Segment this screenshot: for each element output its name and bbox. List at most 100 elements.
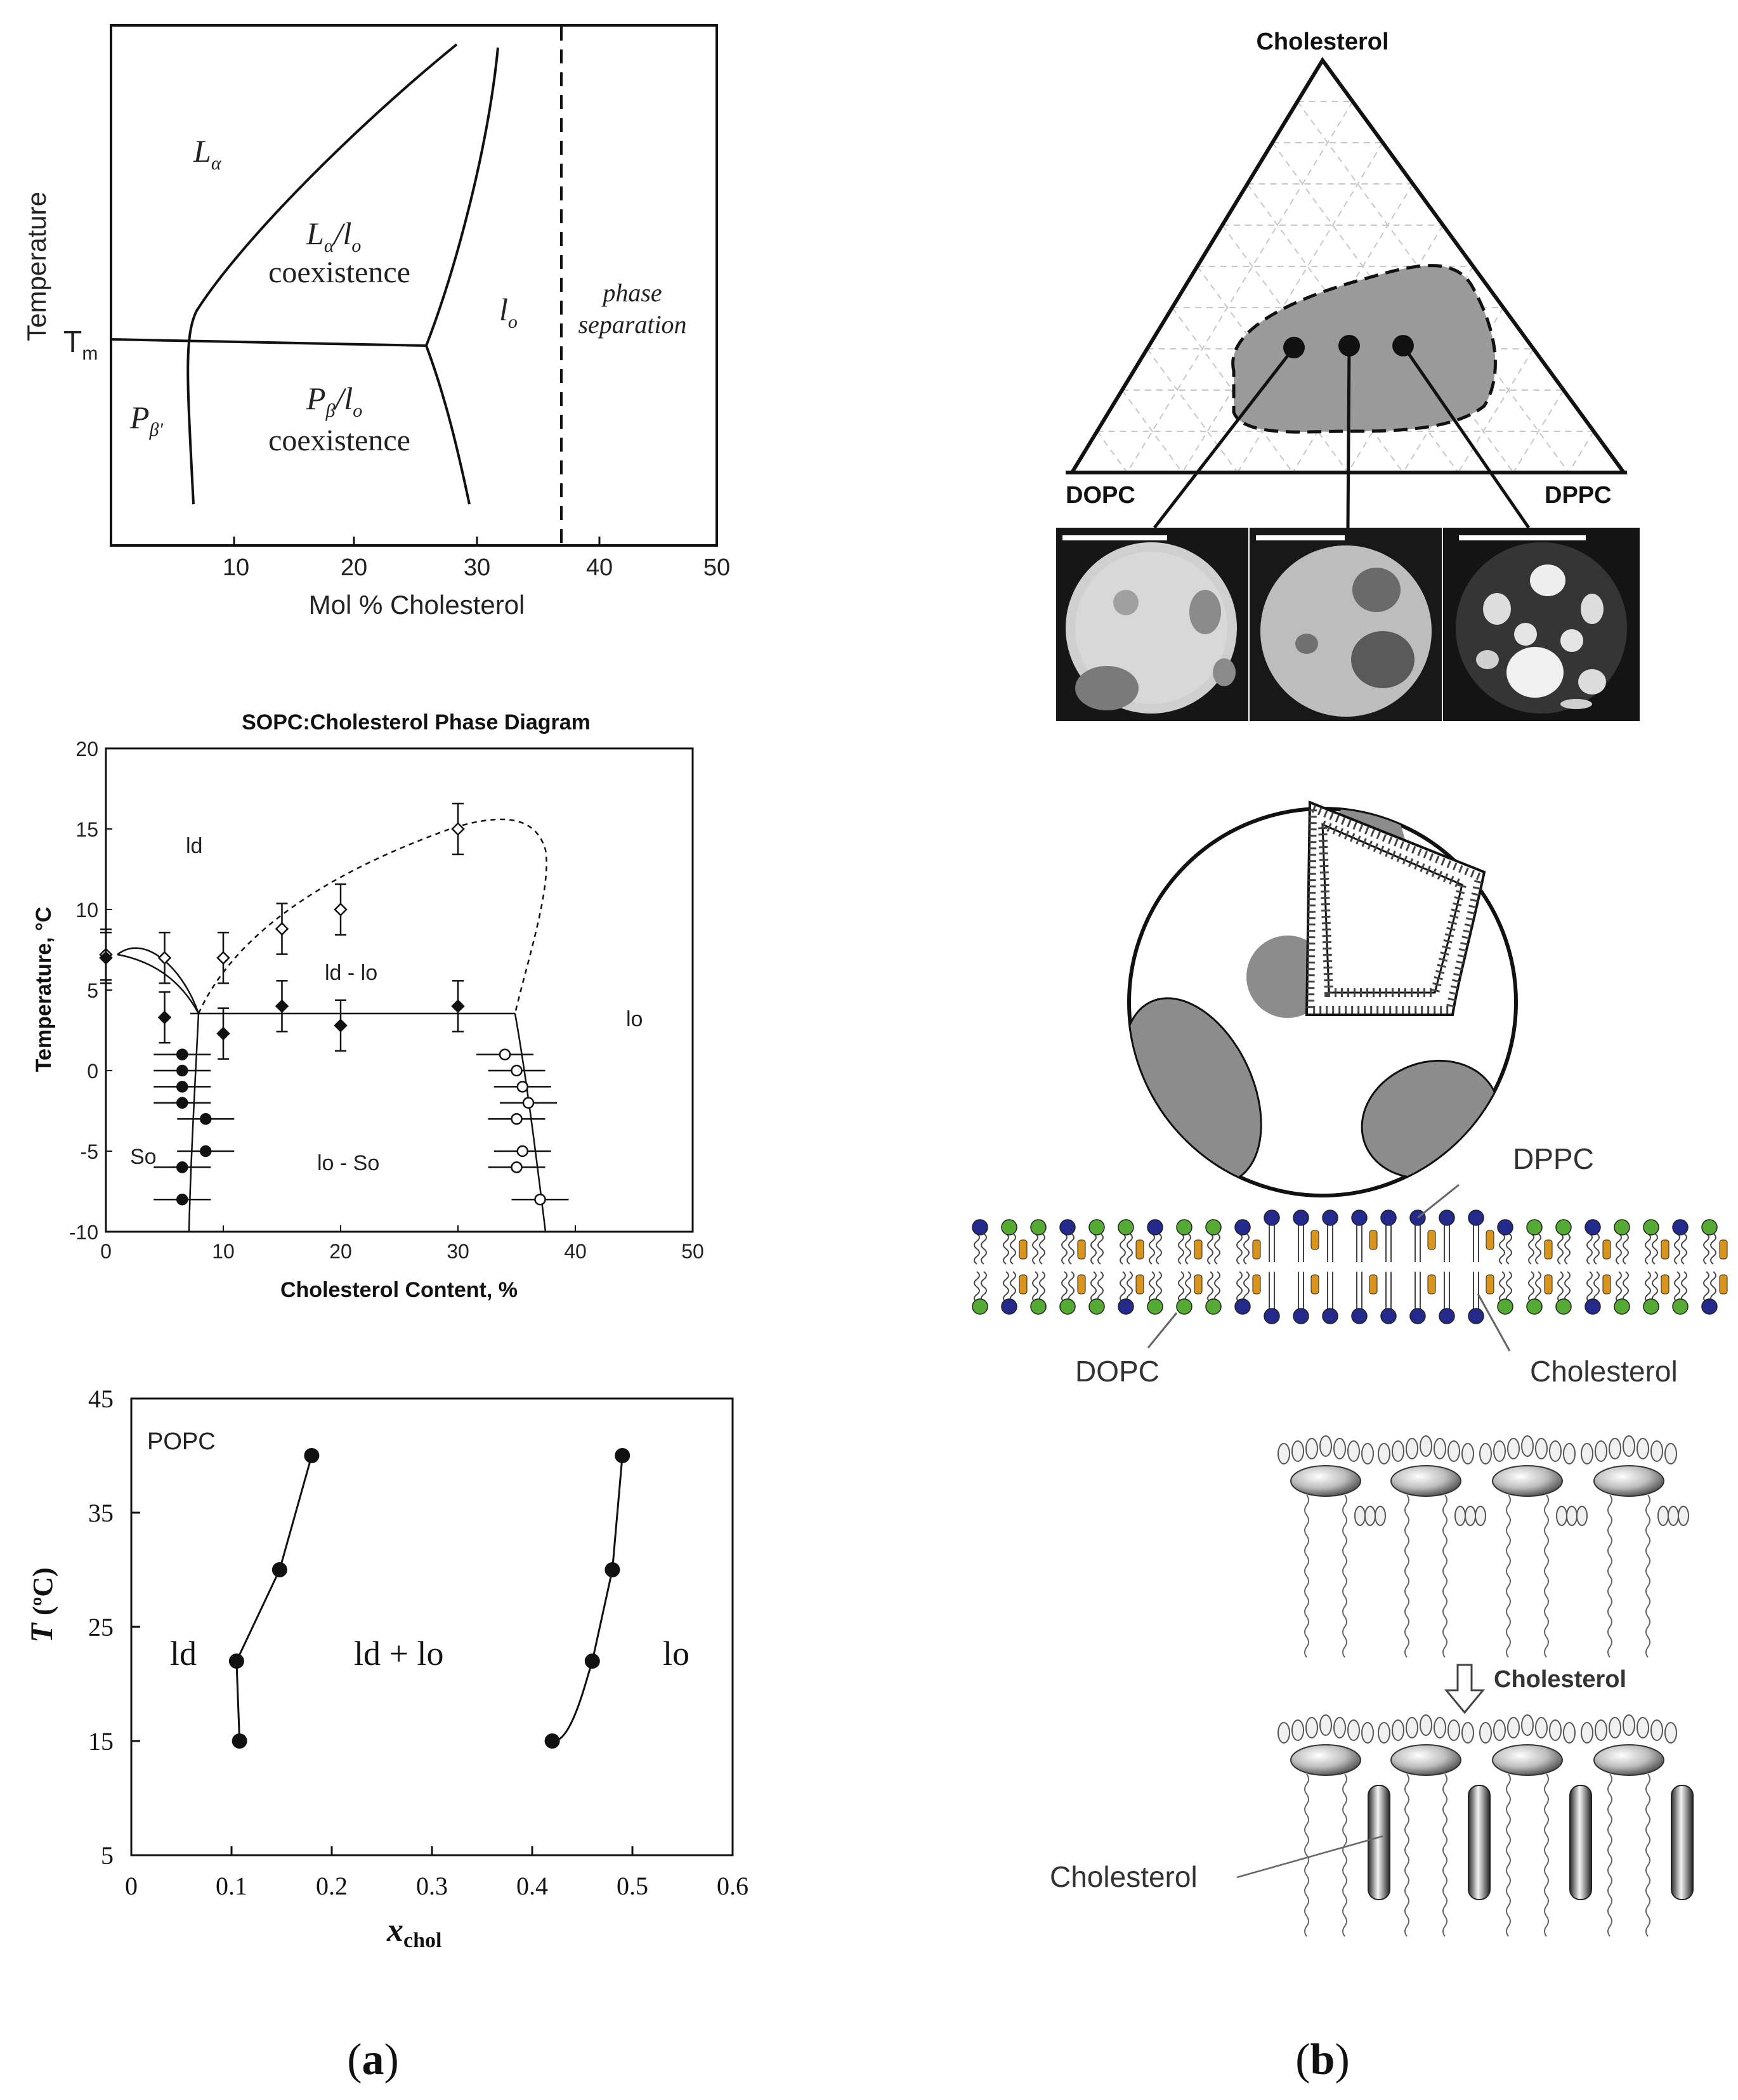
water-bubble bbox=[1319, 1714, 1332, 1736]
fig2-region-so: So bbox=[130, 1145, 157, 1169]
fig3-ytick-label: 25 bbox=[88, 1613, 114, 1641]
fig1-region-pb-lo: Pβ/lo bbox=[306, 381, 362, 421]
fig2-data-point bbox=[522, 1097, 535, 1109]
fig2-xlabel: Cholesterol Content, % bbox=[280, 1278, 518, 1302]
fig1-region-la: Lα bbox=[193, 133, 222, 174]
water-bubble bbox=[1434, 1438, 1446, 1459]
lipid-tail bbox=[1645, 1494, 1650, 1658]
lipid-head bbox=[1293, 1308, 1309, 1324]
cholesterol-molecule bbox=[1369, 1274, 1378, 1295]
fig2-data-point bbox=[157, 1010, 172, 1024]
water-bubble bbox=[1581, 1722, 1593, 1744]
lipid-head bbox=[1059, 1298, 1076, 1315]
ternary-diagram: Cholesterol DOPC DPPC bbox=[1066, 29, 1628, 529]
lipid-tail bbox=[1674, 1271, 1680, 1303]
lipid-head bbox=[1118, 1298, 1134, 1315]
fig2-ytick-label: 5 bbox=[87, 979, 98, 1002]
lipid-head bbox=[1439, 1308, 1455, 1324]
lipid-tail bbox=[981, 1271, 987, 1303]
lipid-tail bbox=[1544, 1773, 1549, 1937]
lipid-tail bbox=[1703, 1233, 1709, 1265]
ternary-point bbox=[1283, 337, 1305, 358]
lipid-tail bbox=[1499, 1271, 1505, 1303]
fig3-ytick-label: 45 bbox=[88, 1385, 114, 1413]
lipid-head bbox=[1118, 1219, 1134, 1236]
lipid-head bbox=[1147, 1219, 1163, 1236]
fig2-data-point bbox=[216, 1026, 230, 1041]
lipid-tail bbox=[1178, 1271, 1184, 1303]
fig1-left-boundary bbox=[186, 43, 458, 505]
water-bubble bbox=[1521, 1714, 1534, 1736]
lipid-head bbox=[1001, 1298, 1017, 1315]
lipid-tail bbox=[1243, 1233, 1250, 1265]
water-bubble bbox=[1291, 1719, 1304, 1741]
lipid-tail bbox=[1499, 1233, 1505, 1265]
water-bubble bbox=[1361, 1443, 1374, 1464]
lipid-head bbox=[1468, 1308, 1484, 1324]
ternary-two-phase-region bbox=[1231, 264, 1497, 434]
lipid-headgroup bbox=[1390, 1744, 1461, 1776]
micrograph-2 bbox=[1250, 528, 1442, 721]
fig2-ylabel: Temperature, °C bbox=[32, 907, 56, 1072]
water-bubble bbox=[1333, 1717, 1346, 1738]
lipid-tail bbox=[1127, 1271, 1133, 1303]
ternary-gridline bbox=[1146, 348, 1238, 473]
lipid-head bbox=[1322, 1308, 1338, 1324]
water-bubble bbox=[1563, 1722, 1576, 1744]
lipid-head bbox=[1293, 1210, 1309, 1226]
fig1-region-separation: separation bbox=[578, 310, 686, 339]
fig2-xtick-label: 40 bbox=[564, 1240, 587, 1263]
lipid-tail bbox=[1207, 1271, 1213, 1303]
lipid-head bbox=[1672, 1219, 1689, 1236]
fig3-data-point bbox=[232, 1733, 247, 1749]
lipid-tail bbox=[1442, 1494, 1447, 1658]
water-bubble bbox=[1650, 1440, 1663, 1462]
lipid-tail bbox=[1616, 1233, 1622, 1265]
fig3-xtick-label: 0.1 bbox=[216, 1872, 247, 1900]
lipid-tail bbox=[1061, 1271, 1068, 1303]
fig1-right-boundary-upper bbox=[425, 47, 499, 346]
lipid-tail bbox=[1616, 1271, 1622, 1303]
fig1-x-ticks bbox=[233, 537, 718, 545]
fig2-ytick-label: -5 bbox=[81, 1140, 98, 1163]
fig1-tm-label: Tm bbox=[63, 325, 98, 364]
fig2-data-point bbox=[275, 999, 289, 1014]
lipid-headgroup bbox=[1593, 1465, 1664, 1497]
fig2-frame bbox=[105, 747, 694, 1233]
water-bubble bbox=[1657, 1506, 1669, 1526]
fig2-data-point bbox=[176, 1048, 188, 1060]
lipid-tail bbox=[1127, 1233, 1133, 1265]
fig1-schematic-phase-diagram: 10 20 30 40 50 Mol % Cholesterol Tempera… bbox=[22, 24, 730, 620]
lipid-head bbox=[1030, 1298, 1047, 1315]
lipid-tail bbox=[1535, 1233, 1541, 1265]
lipid-head bbox=[1205, 1219, 1222, 1236]
fig2-title: SOPC:Cholesterol Phase Diagram bbox=[242, 710, 591, 734]
lipid-tail bbox=[1342, 1494, 1347, 1658]
lipid-tail bbox=[1214, 1233, 1220, 1265]
water-bubble bbox=[1637, 1438, 1649, 1459]
ternary-gridline bbox=[1127, 101, 1354, 473]
lipid-head bbox=[1001, 1219, 1017, 1236]
fig2-boundary-left-upper bbox=[117, 953, 200, 1014]
fig1-xtick: 50 bbox=[703, 554, 730, 581]
cholesterol-molecule bbox=[1719, 1239, 1728, 1260]
dopc-leader bbox=[1147, 1312, 1178, 1348]
fig3-boundary-right bbox=[552, 1455, 624, 1742]
water-bubble bbox=[1406, 1438, 1418, 1459]
lipid-headgroup bbox=[1492, 1744, 1563, 1776]
fig2-xtick-label: 0 bbox=[100, 1240, 112, 1263]
water-bubble bbox=[1461, 1443, 1474, 1464]
lipid-headgroup bbox=[1290, 1744, 1361, 1776]
water-bubble bbox=[1420, 1435, 1432, 1457]
water-bubble bbox=[1650, 1719, 1663, 1741]
fig2-xtick-label: 20 bbox=[329, 1240, 352, 1263]
fig3-label-popc: POPC bbox=[147, 1428, 216, 1455]
cholesterol-molecule bbox=[1544, 1239, 1553, 1260]
lipid-tail bbox=[1149, 1271, 1155, 1303]
water-bubble bbox=[1392, 1440, 1404, 1462]
fig1-ylabel: Temperature bbox=[22, 192, 51, 341]
fig2-ytick-label: 10 bbox=[75, 899, 98, 922]
lipid-head bbox=[1205, 1298, 1222, 1315]
fig2-data-point bbox=[216, 951, 230, 965]
